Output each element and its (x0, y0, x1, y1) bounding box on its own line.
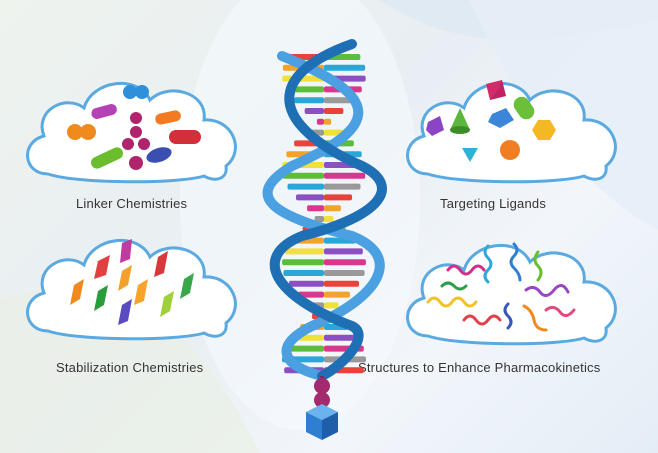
base-pair-left (298, 291, 324, 298)
base-pair-right (324, 270, 365, 276)
base-pair-right (324, 216, 334, 222)
linker-molecules (67, 85, 201, 170)
base-pair-right (324, 64, 366, 71)
base-pair-right (324, 172, 366, 179)
dna-backbone-front (269, 39, 387, 381)
base-pair-left (285, 248, 324, 255)
linker-chemistries-label: Linker Chemistries (76, 196, 188, 211)
base-pair-right (324, 97, 355, 104)
base-pair-right (324, 334, 358, 341)
base-pair-left (314, 216, 324, 222)
base-pair-left (282, 259, 324, 266)
pk-squiggles (426, 242, 576, 332)
base-pair-right (324, 280, 360, 287)
base-pair-left (316, 118, 324, 125)
end-cube (306, 404, 338, 440)
end-bead-bottom (314, 392, 330, 408)
base-pair-left (287, 183, 324, 190)
base-pair-right (324, 205, 341, 212)
targeting-ligands-cloud (406, 80, 617, 184)
base-pair-right (324, 291, 350, 298)
base-pair-left (283, 270, 324, 276)
base-pair-right (324, 302, 339, 309)
base-pair-left (293, 97, 324, 104)
dna-helix (262, 39, 387, 440)
pharmacokinetics-label: Structures to Enhance Pharmacokinetics (358, 360, 601, 375)
base-pair-right (324, 248, 363, 255)
base-pair-right (324, 183, 361, 190)
base-pair-left (284, 345, 324, 352)
base-pair-left (295, 194, 324, 201)
linker-chemistries-cloud (26, 81, 237, 184)
stabilization-shapes (70, 239, 194, 325)
targeting-ligands-label: Targeting Ligands (440, 196, 547, 211)
base-pair-left (304, 108, 324, 114)
base-pair-right (324, 118, 332, 125)
end-bead-top (314, 378, 330, 394)
base-pair-left (282, 172, 324, 179)
base-pair-right (324, 259, 366, 266)
base-pair-left (307, 205, 324, 212)
pharmacokinetics-cloud (406, 242, 617, 346)
ligand-shapes (426, 80, 556, 162)
base-pair-right (324, 108, 344, 114)
base-pair-left (288, 280, 324, 287)
stabilization-chemistries-label: Stabilization Chemistries (56, 360, 204, 375)
base-pair-right (324, 129, 344, 136)
base-pair-right (324, 194, 353, 201)
stabilization-chemistries-cloud (26, 238, 237, 341)
